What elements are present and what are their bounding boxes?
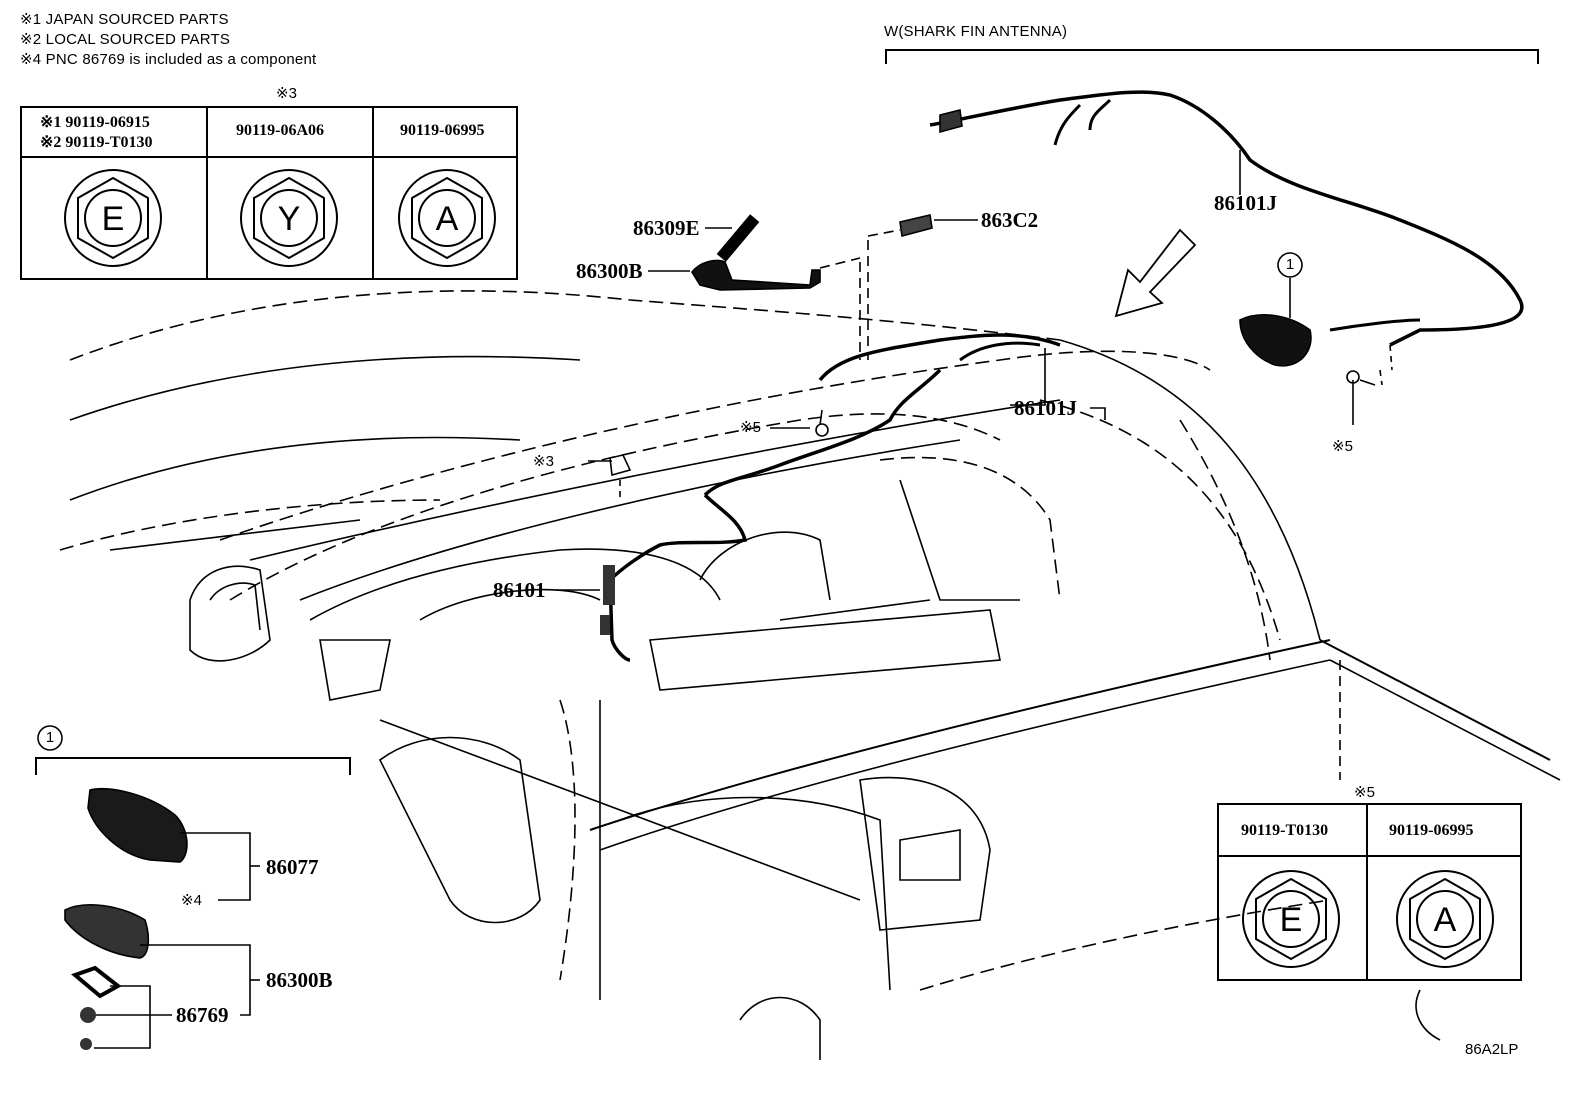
bolt-heads-left: E Y A [64,169,496,267]
variant-label: W(SHARK FIN ANTENNA) [884,23,1068,40]
bolt-part-number: ※1 90119-06915 [40,114,150,131]
mark-5-bolt-right: ※5 [1332,438,1353,455]
bolt-part-number: 90119-T0130 [1241,822,1329,839]
bolt-head-icon: Y [240,169,338,267]
bolt-letter: A [436,200,459,238]
mark-4: ※4 [181,892,202,909]
note-local-sourced: ※2 LOCAL SOURCED PARTS [20,31,231,48]
callout-863C2: 863C2 [981,208,1039,232]
bolt-part-number: 90119-06995 [1389,822,1474,839]
bolt-head-icon: E [64,169,162,267]
bolt-letter: Y [278,200,301,238]
callout-86101J-upper: 86101J [1214,191,1277,215]
circle-callout-1: 1 [1285,256,1295,273]
bolt-table-left: ※1 90119-06915 ※2 90119-T0130 90119-06A0… [20,106,518,280]
illustration-code: 86A2LP [1465,1041,1519,1058]
part-86300B: 86300B [266,968,333,992]
bolt-group-mark-3: ※3 [276,85,297,102]
bolt-letter: E [102,200,125,238]
callout-86309E: 86309E [633,216,700,240]
part-86077: 86077 [266,855,319,879]
note-pnc-component: ※4 PNC 86769 is included as a component [20,51,317,68]
bolt-group-mark-5: ※5 [1354,784,1375,801]
mark-3-bolt: ※3 [533,453,554,470]
callout-86101: 86101 [493,578,546,602]
bolt-part-number: ※2 90119-T0130 [40,134,153,151]
bolt-head-icon: A [398,169,496,267]
part-86769: 86769 [176,1003,229,1027]
bolt-head-icon: A [1396,870,1494,968]
bolt-head-icon: E [1242,870,1340,968]
bolt-part-number: 90119-06A06 [236,122,324,139]
bolt-letter: E [1280,901,1303,939]
bolt-heads-right: E A [1242,870,1494,968]
bolt-table-right: 90119-T0130 90119-06995 E A [1217,803,1522,981]
bolt-part-number: 90119-06995 [400,122,485,139]
callout-86300B: 86300B [576,259,643,283]
mark-5-bolt: ※5 [740,419,761,436]
circle-callout-1-box: 1 [45,729,55,746]
bolt-letter: A [1434,901,1457,939]
callout-86101J-dash: 86101J [1014,396,1077,420]
note-japan-sourced: ※1 JAPAN SOURCED PARTS [20,11,229,28]
